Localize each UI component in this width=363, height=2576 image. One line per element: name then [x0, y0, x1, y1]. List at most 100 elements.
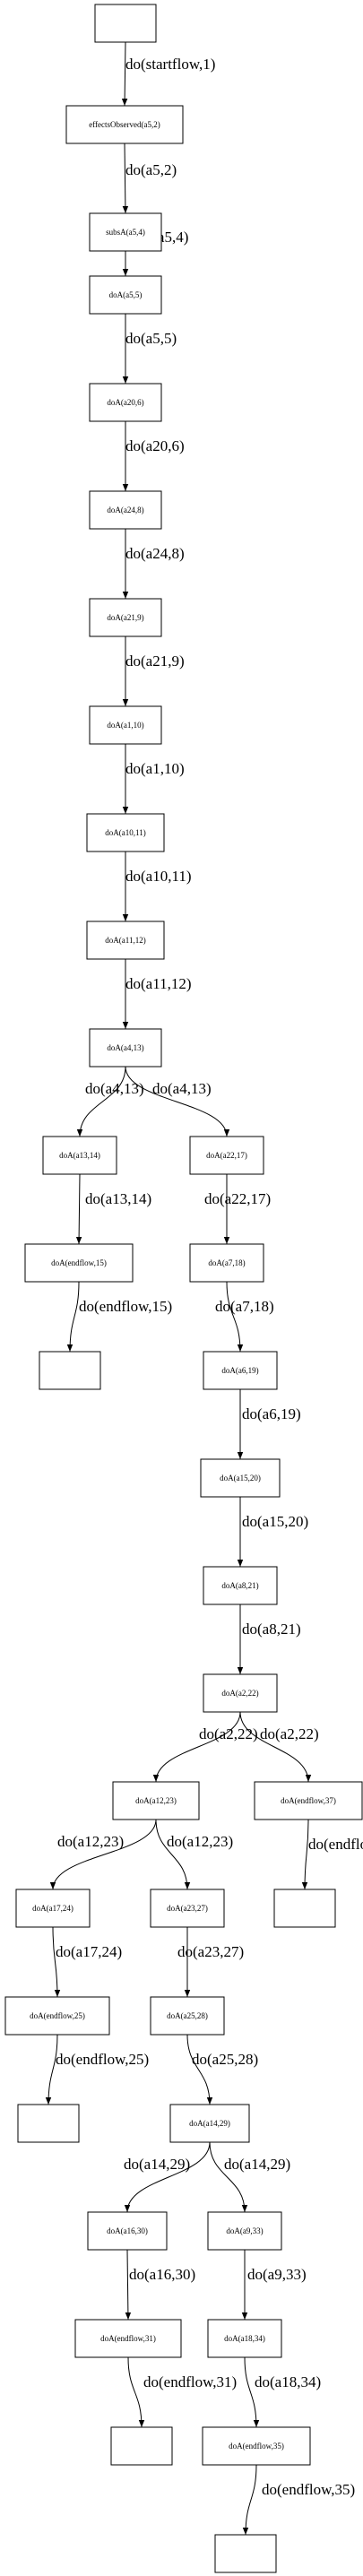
node-e1	[39, 1351, 101, 1390]
edge-label-n22_n24: do(a23,27)	[177, 1943, 244, 1960]
node-label: doA(a10,11)	[105, 828, 145, 837]
node-box	[89, 212, 162, 252]
edge-label-n11_n13: do(a13,14)	[85, 1190, 151, 1207]
node-box	[42, 1136, 117, 1175]
node-box	[207, 2211, 282, 2251]
node-box	[86, 813, 165, 852]
node-label: doA(a16,30)	[107, 2226, 148, 2235]
edge-n11_n13	[75, 1173, 82, 1245]
node-label: doA(endflow,31)	[100, 2334, 156, 2343]
node-n27: doA(a9,33)	[207, 2211, 282, 2251]
edge-label-n28_e4: do(endflow,31)	[143, 2373, 237, 2390]
edge-label-n17_n18: do(a8,21)	[242, 1621, 301, 1638]
edge-label-n19_n21: do(a12,23)	[57, 1833, 124, 1850]
edge-label-n26_n28: do(a16,30)	[129, 2266, 195, 2283]
node-n25: doA(a14,29)	[169, 2104, 250, 2143]
edge-label-n12_n14: do(a22,17)	[204, 1190, 271, 1207]
node-label: doA(a8,21)	[221, 1581, 258, 1590]
node-n20: doA(endflow,37)	[254, 1781, 363, 1820]
edge-n19_n22	[155, 1819, 191, 1890]
node-start	[94, 4, 157, 43]
node-e4	[110, 2426, 173, 2466]
node-box	[89, 705, 162, 745]
node-n15: doA(a6,19)	[203, 1351, 278, 1390]
node-label: doA(a2,22)	[221, 1689, 258, 1698]
node-n4: doA(a20,6)	[89, 383, 162, 422]
node-label: doA(a13,14)	[59, 1151, 100, 1160]
edge-label-n19_n22: do(a12,23)	[167, 1833, 233, 1850]
edge-label-n21_n23: do(a17,24)	[56, 1943, 122, 1960]
node-n26: doA(a16,30)	[87, 2211, 168, 2251]
node-n21: doA(a17,24)	[15, 1889, 91, 1928]
node-box	[214, 2534, 277, 2573]
edge-label-n10_n12: do(a4,13)	[152, 1080, 212, 1097]
node-label: doA(a4,13)	[107, 1043, 143, 1052]
edge-label-n1_n2: do(a5,2)	[125, 161, 177, 178]
edge-n14_n15	[226, 1281, 244, 1353]
node-e3	[17, 2104, 80, 2143]
node-n19: doA(a12,23)	[112, 1781, 200, 1820]
edge-n19_n21	[49, 1819, 157, 1890]
node-box	[65, 105, 184, 144]
node-label: doA(a5,5)	[109, 290, 143, 299]
node-label: doA(endflow,15)	[51, 1258, 107, 1267]
node-n22: doA(a23,27)	[150, 1889, 225, 1928]
node-label: doA(a25,28)	[167, 2011, 208, 2020]
node-label: doA(a6,19)	[221, 1366, 258, 1375]
edge-label-n29_n30: do(a18,34)	[255, 2373, 321, 2390]
node-box	[189, 1243, 264, 1283]
node-box	[110, 2426, 173, 2466]
node-label: doA(a17,24)	[32, 1904, 73, 1913]
node-label: effectsObserved(a5,2)	[89, 120, 160, 129]
edge-n10_n12	[125, 1066, 230, 1137]
node-n2: subsA(a5,4)	[89, 212, 162, 252]
node-box	[203, 1566, 278, 1605]
node-box	[89, 490, 162, 530]
node-box	[254, 1781, 363, 1820]
edge-label-n3_n4: do(a5,5)	[125, 330, 177, 347]
node-box	[112, 1781, 200, 1820]
edge-n25_n26	[124, 2141, 211, 2213]
edge-label-n6_n7: do(a21,9)	[125, 653, 185, 670]
edge-label-n9_n10: do(a11,12)	[125, 975, 192, 992]
node-box	[203, 1351, 278, 1390]
edge-n25_n27	[209, 2141, 248, 2213]
node-n5: doA(a24,8)	[89, 490, 162, 530]
node-box	[200, 1458, 281, 1498]
node-box	[17, 2104, 80, 2143]
edge-label-start_n1: do(startflow,1)	[125, 56, 215, 73]
node-box	[87, 2211, 168, 2251]
edge-label-n25_n26: do(a14,29)	[124, 2156, 190, 2173]
edge-label-n18_n20: do(a2,22)	[260, 1725, 319, 1742]
edge-n29_n30	[244, 2356, 260, 2428]
edge-label-n23_e3: do(endflow,25)	[56, 2051, 149, 2068]
nodes: effectsObserved(a5,2) subsA(a5,4) doA(a5,5…	[4, 4, 363, 2573]
node-label: doA(a7,18)	[208, 1258, 245, 1267]
edge-label-n13_e1: do(endflow,15)	[79, 1298, 172, 1315]
node-e5	[214, 2534, 277, 2573]
node-box	[89, 383, 162, 422]
node-box	[15, 1889, 91, 1928]
edge-n30_e5	[242, 2464, 257, 2536]
edge-n21_n23	[52, 1926, 61, 1998]
node-n6: doA(a21,9)	[89, 598, 162, 637]
node-n7: doA(a1,10)	[89, 705, 162, 745]
node-label: doA(a12,23)	[135, 1796, 177, 1805]
node-box	[24, 1243, 134, 1283]
node-box	[150, 1889, 225, 1928]
node-label: doA(a9,33)	[226, 2226, 263, 2235]
node-n12: doA(a22,17)	[189, 1136, 264, 1175]
edge-label-n25_n27: do(a14,29)	[224, 2156, 290, 2173]
node-n17: doA(a8,21)	[203, 1566, 278, 1605]
node-box	[207, 2319, 282, 2358]
node-label: doA(endflow,25)	[30, 2011, 85, 2020]
node-box	[89, 275, 162, 315]
node-box	[273, 1889, 336, 1928]
edge-n18_n19	[152, 1711, 241, 1783]
node-box	[89, 1028, 162, 1068]
edge-label-n30_e5: do(endflow,35)	[262, 2481, 355, 2498]
node-box	[94, 4, 157, 43]
node-box	[189, 1136, 264, 1175]
node-n13: doA(endflow,15)	[24, 1243, 134, 1283]
